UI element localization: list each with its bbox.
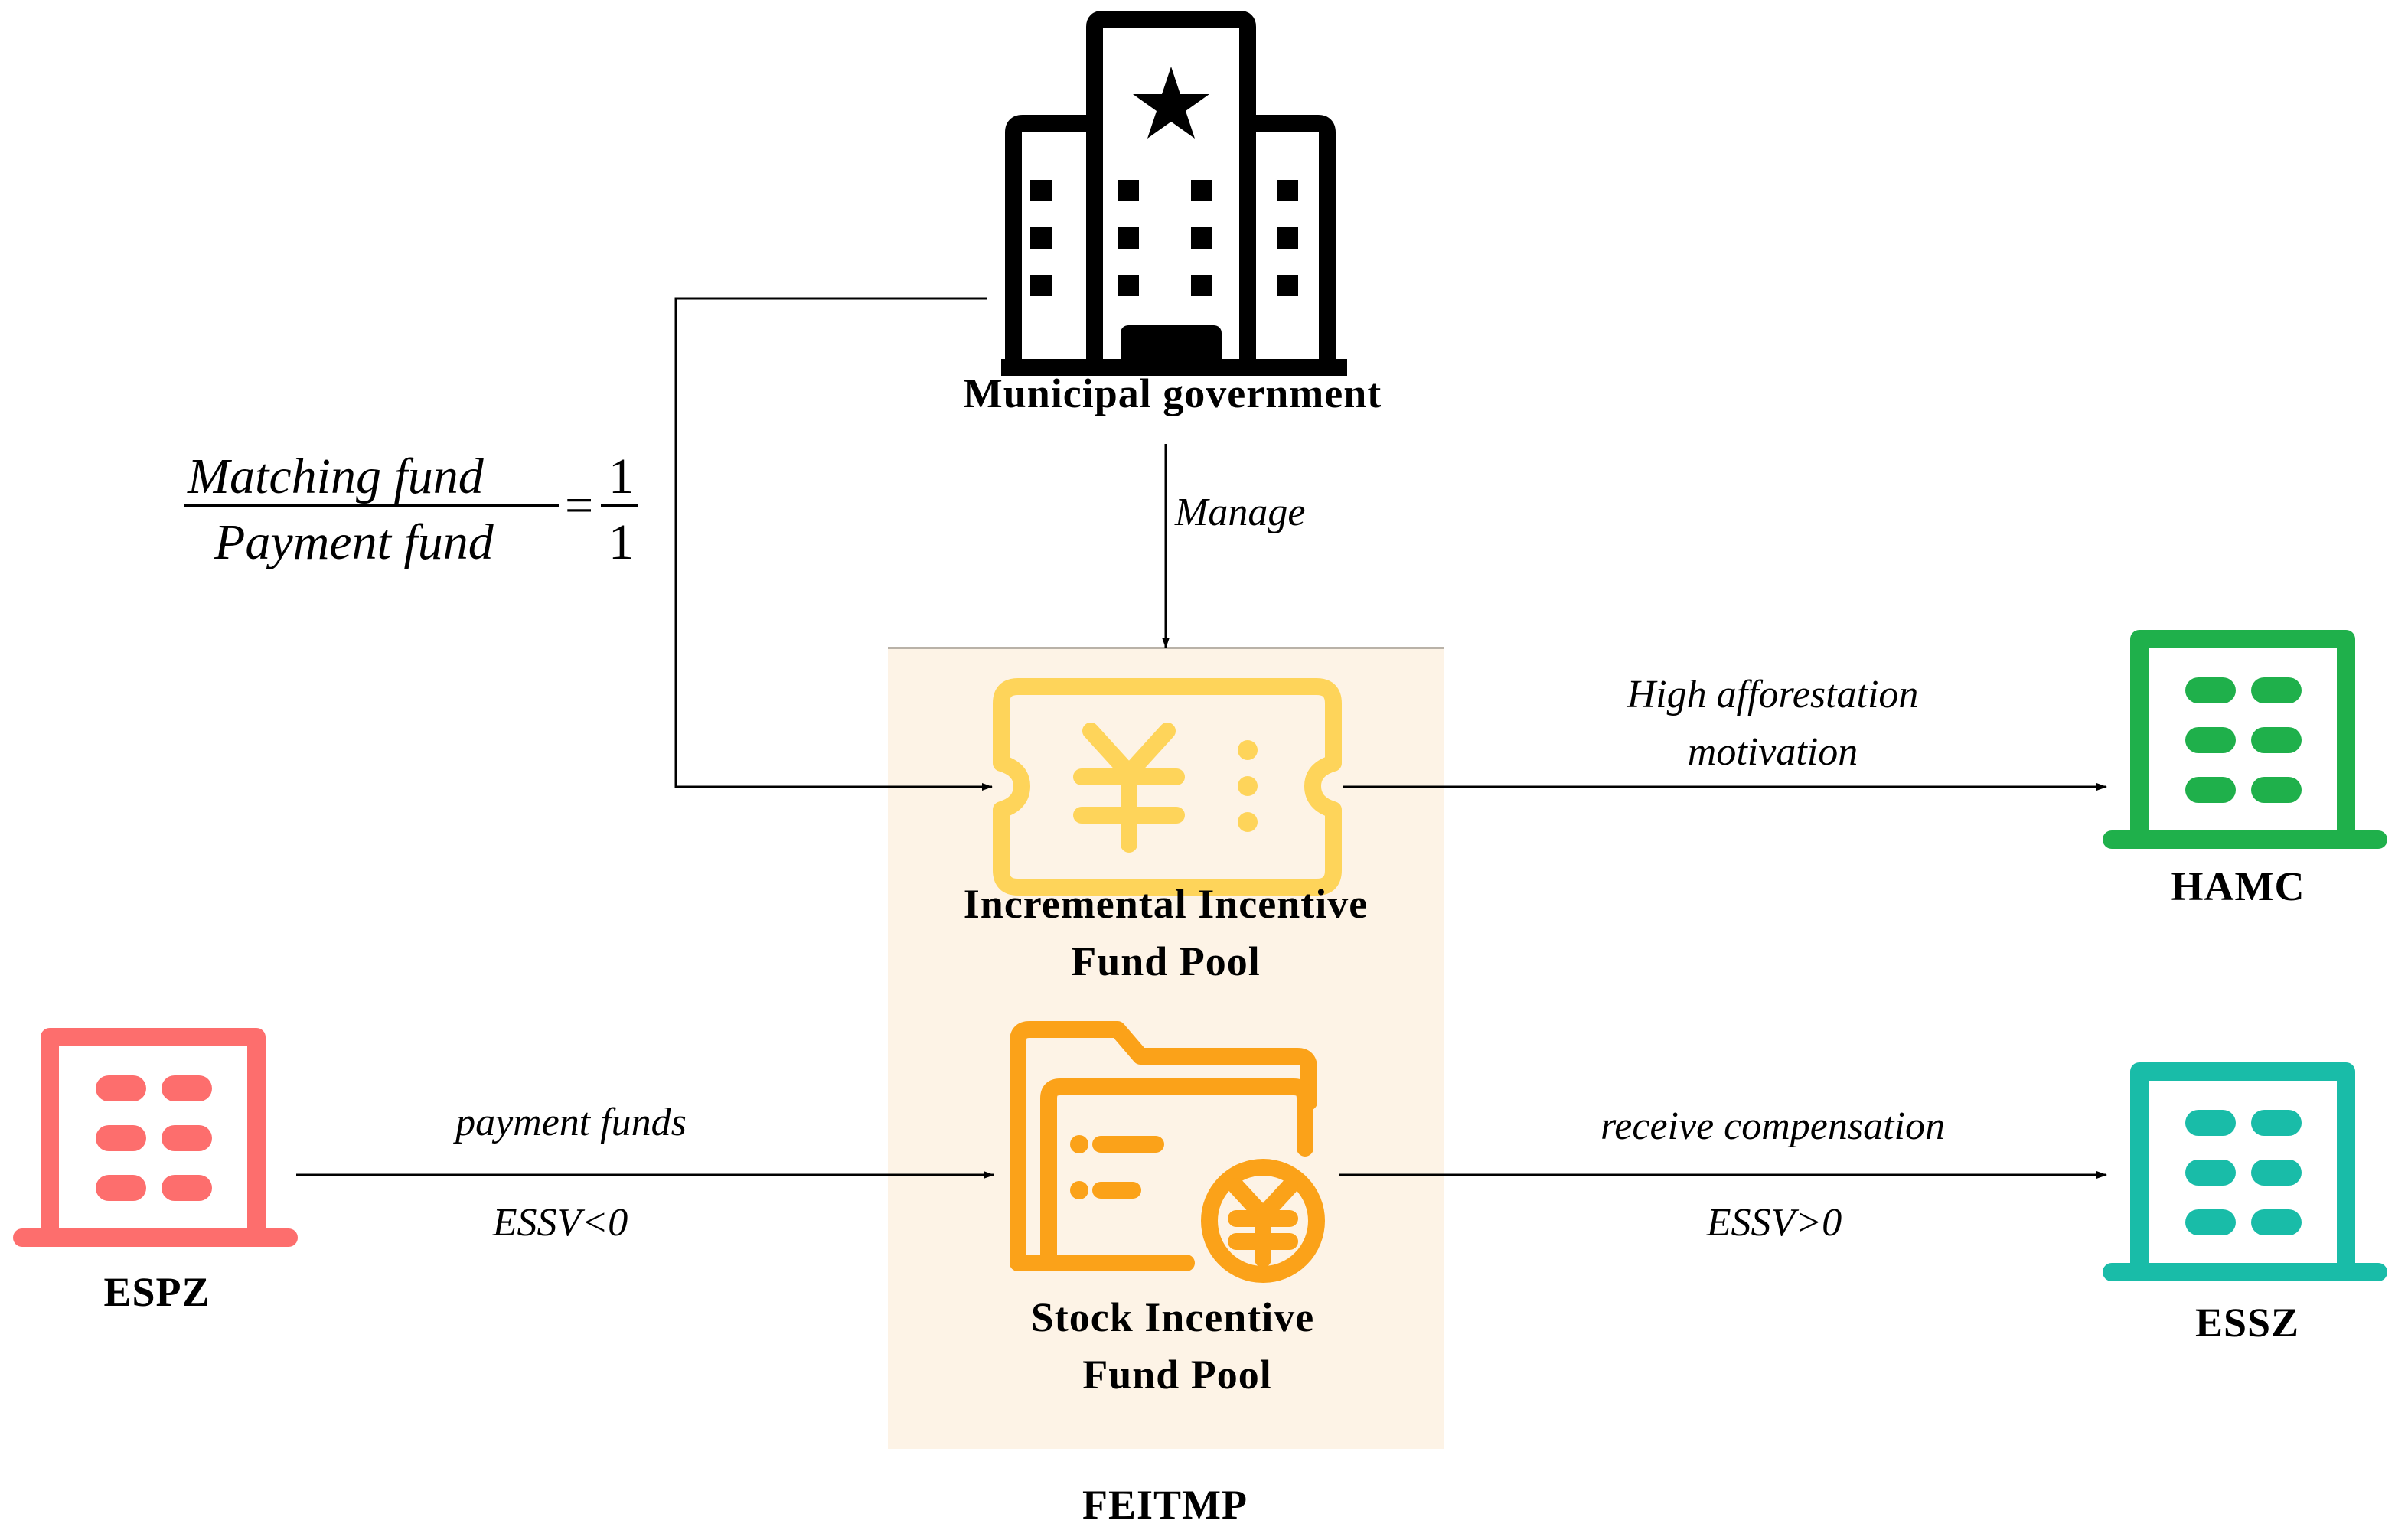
ratio-right-bar [601, 504, 638, 507]
feitmp-label: FEITMP [1082, 1482, 1248, 1528]
receive-compensation-label: receive compensation [1600, 1104, 1945, 1148]
espz-label: ESPZ [103, 1269, 210, 1315]
hamc-building-icon [2103, 630, 2387, 849]
essz-label: ESSZ [2194, 1300, 2300, 1346]
stock-pool-label-line1: Stock Incentive [1030, 1294, 1315, 1340]
matching-fund-label: Matching fund [188, 449, 484, 504]
espz-building-icon [13, 1028, 298, 1247]
high-afforestation-label-line2: motivation [1687, 730, 1858, 774]
essv-gt0-label: ESSV>0 [1706, 1201, 1842, 1245]
manage-label: Manage [1175, 491, 1306, 534]
payment-fund-label: Payment fund [214, 514, 494, 570]
equals-sign: = [565, 478, 594, 533]
municipal-government-label: Municipal government [963, 370, 1382, 416]
ratio-denominator: 1 [609, 514, 634, 570]
government-building-icon [1001, 11, 1347, 376]
hamc-label: HAMC [2171, 863, 2305, 909]
incremental-pool-label-line1: Incremental Incentive [963, 881, 1369, 927]
ratio-formula: Matching fund Payment fund = 1 1 [184, 448, 643, 578]
incremental-pool-label-line2: Fund Pool [1071, 938, 1261, 984]
yuan-folder-icon [1010, 1021, 1325, 1283]
stock-pool-label-line2: Fund Pool [1082, 1352, 1272, 1398]
essz-building-icon [2103, 1062, 2387, 1281]
high-afforestation-label-line1: High afforestation [1627, 673, 1919, 716]
essv-lt0-label: ESSV<0 [492, 1201, 628, 1245]
payment-funds-label: payment funds [455, 1101, 687, 1144]
matching-fund-line [674, 297, 993, 791]
yuan-ticket-icon [993, 678, 1342, 896]
ratio-left-bar [184, 504, 559, 507]
ratio-numerator: 1 [609, 449, 634, 504]
